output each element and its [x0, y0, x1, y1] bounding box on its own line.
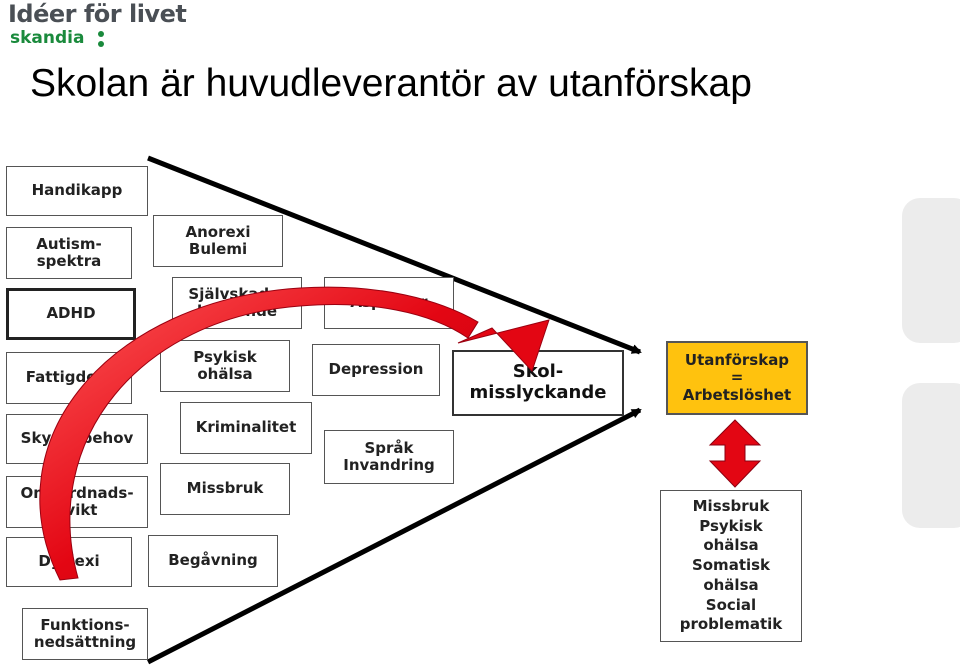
page-title: Skolan är huvudleverantör av utanförskap [30, 62, 752, 105]
factor-begavning: Begåvning [148, 535, 278, 587]
side-tab-top [902, 198, 960, 343]
brand-name: skandia [10, 28, 85, 48]
double-arrow-icon [708, 419, 762, 488]
factor-missbruk: Missbruk [160, 463, 290, 515]
factor-anorexi-bulemi: Anorexi Bulemi [153, 215, 283, 267]
factor-kriminalitet: Kriminalitet [180, 402, 312, 454]
consequences-box: Missbruk Psykisk ohälsa Somatisk ohälsa … [660, 490, 802, 642]
factor-funktionsnedsattning: Funktions- nedsättning [22, 608, 148, 660]
funnel-line-bottom [146, 407, 642, 665]
factor-handikapp: Handikapp [6, 166, 148, 216]
brand-slogan: Idéer för livet [8, 0, 187, 28]
curved-red-arrow [39, 286, 479, 581]
factor-psykisk-ohalsa: Psykisk ohälsa [160, 340, 290, 392]
factor-depression: Depression [312, 344, 440, 396]
target-skolmisslyckande: Skol- misslyckande [452, 350, 624, 416]
funnel-line-top [147, 155, 642, 355]
factor-adhd: ADHD [6, 288, 136, 340]
side-tab-bottom [902, 383, 960, 528]
curved-red-arrow-head [457, 319, 550, 372]
brand-colon-icon [98, 31, 104, 48]
result-utanforskap: Utanförskap = Arbetslöshet [666, 341, 808, 415]
factor-sprak-invandring: Språk Invandring [324, 430, 454, 484]
factor-autism: Autism- spektra [6, 227, 132, 279]
